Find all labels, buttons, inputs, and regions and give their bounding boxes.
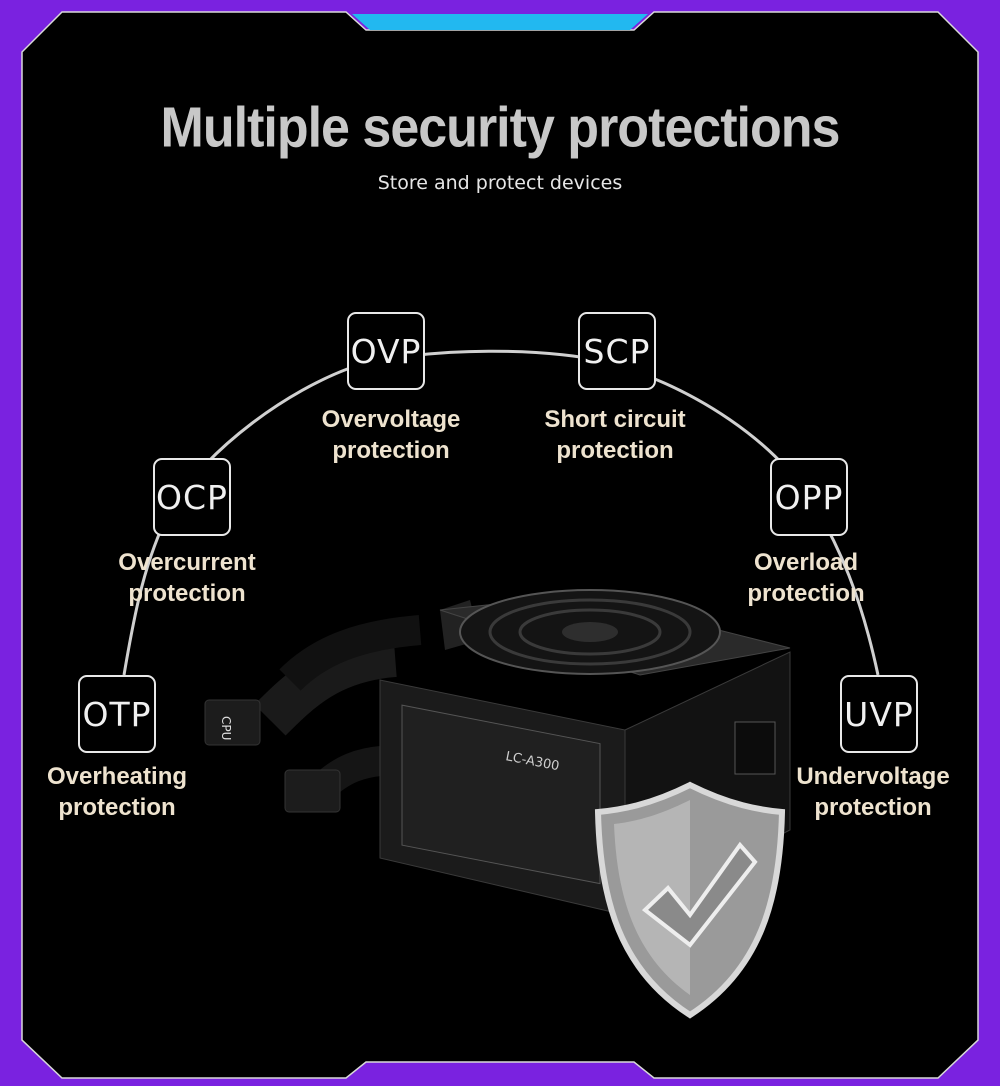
- opp-label-line1: Overload: [753, 549, 859, 576]
- scp-label-line1: Short circuit: [544, 406, 686, 433]
- uvp-label-line1: Undervoltage: [796, 763, 950, 790]
- ocp-label: Overcurrent protection: [77, 547, 297, 609]
- uvp-badge: UVP: [840, 675, 918, 753]
- scp-badge: SCP: [578, 312, 656, 390]
- page-title: Multiple security protections: [160, 96, 841, 160]
- opp-badge: OPP: [770, 458, 848, 536]
- ocp-badge: OCP: [153, 458, 231, 536]
- ocp-label-line1: Overcurrent: [118, 549, 256, 576]
- uvp-label: Undervoltage protection: [763, 761, 983, 823]
- top-accent-bar: [352, 14, 648, 30]
- ovp-label-line1: Overvoltage: [321, 406, 461, 433]
- otp-label: Overheating protection: [7, 761, 227, 823]
- scp-label: Short circuit protection: [505, 404, 725, 466]
- opp-label: Overload protection: [696, 547, 916, 609]
- uvp-label-line2: protection: [814, 794, 932, 821]
- power-supply-icon: CPU LC-A300: [204, 589, 791, 1019]
- opp-label-line2: protection: [747, 580, 865, 607]
- ocp-label-line2: protection: [128, 580, 246, 607]
- otp-badge: OTP: [78, 675, 156, 753]
- otp-label-line1: Overheating: [46, 763, 188, 790]
- ovp-label-line2: protection: [332, 437, 450, 464]
- ovp-label: Overvoltage protection: [281, 404, 501, 466]
- connector-label: CPU: [219, 716, 233, 740]
- otp-label-line2: protection: [58, 794, 176, 821]
- page-subtitle: Store and protect devices: [377, 172, 623, 194]
- checkmark-icon: [641, 841, 758, 948]
- scp-label-line2: protection: [556, 437, 674, 464]
- ovp-badge: OVP: [347, 312, 425, 390]
